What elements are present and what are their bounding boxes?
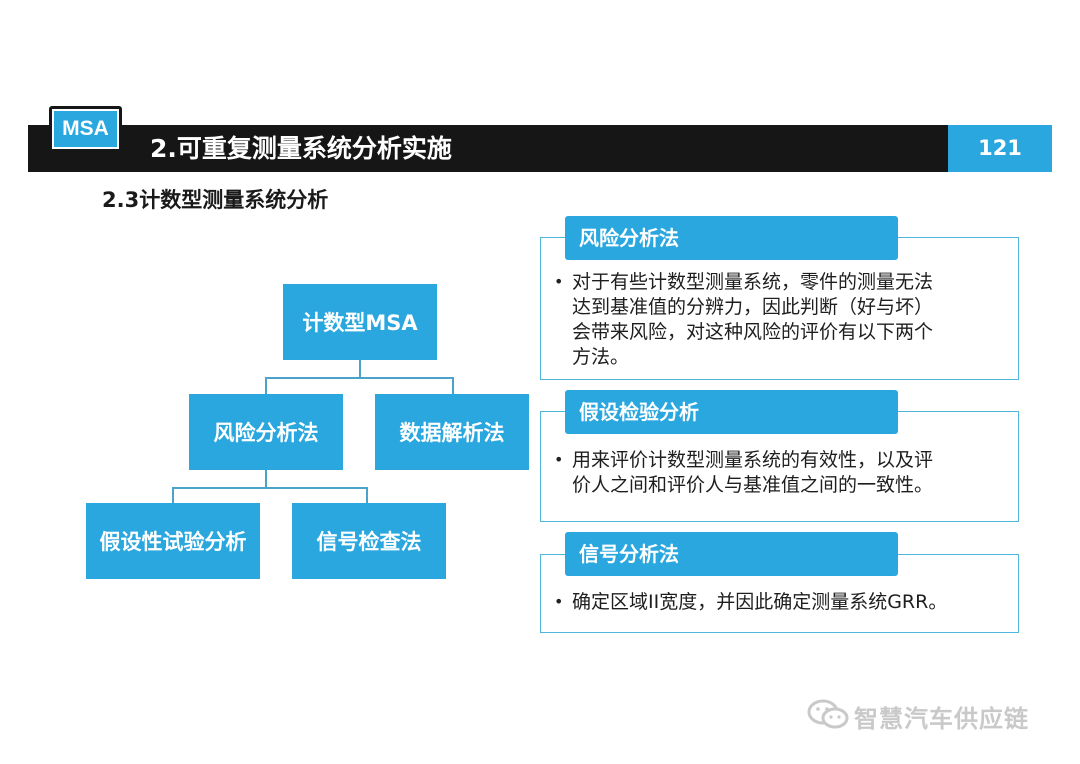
connector-line [265,377,267,394]
header-bar [28,125,948,172]
panel-text-line: 对于有些计数型测量系统，零件的测量无法 [572,271,934,293]
risk-analysis-panel-title: 风险分析法 [565,216,898,260]
risk-analysis-panel [540,237,1019,380]
panel-text-line: 用来评价计数型测量系统的有效性，以及评 [572,449,934,471]
connector-line [172,487,368,489]
tree-node-hypothesis-test: 假设性试验分析 [86,503,260,579]
wechat-logo-icon [807,699,849,729]
tree-node-data-analysis: 数据解析法 [375,394,529,470]
hypothesis-test-panel-title: 假设检验分析 [565,390,898,434]
risk-analysis-panel-text: 对于有些计数型测量系统，零件的测量无法 达到基准值的分辨力，因此判断（好与坏） … [572,270,1012,370]
panel-text-line: 达到基准值的分辨力，因此判断（好与坏） [572,296,934,318]
bullet-icon: • [554,592,564,611]
connector-line [265,377,454,379]
msa-logo: MSA [54,111,117,147]
slide-title: 2.可重复测量系统分析实施 [150,134,452,163]
connector-line [452,377,454,394]
signal-analysis-panel-title: 信号分析法 [565,532,898,576]
connector-line [366,487,368,503]
page-number: 121 [948,125,1052,172]
connector-line [172,487,174,503]
tree-node-signal-check: 信号检查法 [292,503,446,579]
bullet-icon: • [554,450,564,469]
bullet-icon: • [554,272,564,291]
hypothesis-test-panel-text: 用来评价计数型测量系统的有效性，以及评 价人之间和评价人与基准值之间的一致性。 [572,448,1012,498]
monitor-stand-base [66,159,106,164]
tree-root-node: 计数型MSA [283,284,437,360]
monitor-stand-neck [79,152,92,160]
watermark: 智慧汽车供应链 [854,705,1029,733]
panel-text-line: 方法。 [572,346,630,368]
tree-node-risk-analysis: 风险分析法 [189,394,343,470]
connector-line [265,470,267,488]
connector-line [359,360,361,378]
signal-analysis-panel-text: 确定区域II宽度，并因此确定测量系统GRR。 [572,590,1012,615]
panel-text-line: 价人之间和评价人与基准值之间的一致性。 [572,474,934,496]
panel-text-line: 会带来风险，对这种风险的评价有以下两个 [572,321,934,343]
section-title: 2.3计数型测量系统分析 [102,188,329,212]
panel-text-line: 确定区域II宽度，并因此确定测量系统GRR。 [572,591,948,613]
